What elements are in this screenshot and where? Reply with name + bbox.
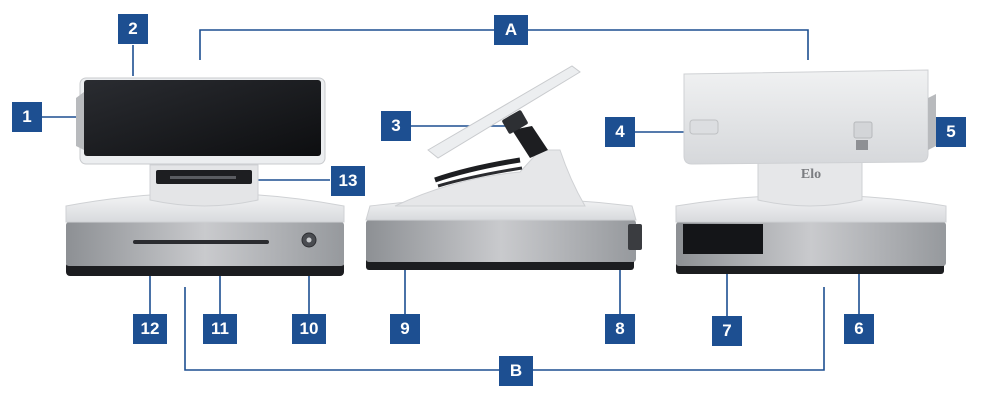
callout-3: 3 (381, 111, 411, 141)
side-view (365, 65, 642, 270)
side-hinge (512, 126, 548, 158)
callout-10: 10 (292, 314, 326, 344)
callout-2: 2 (118, 14, 148, 44)
callout-9: 9 (390, 314, 420, 344)
brand-logo: Elo (801, 167, 821, 182)
bracket-b (184, 287, 825, 371)
printer-slot (170, 176, 236, 179)
front-view (65, 77, 345, 276)
callout-1: 1 (12, 102, 42, 132)
rear-connector (853, 121, 873, 139)
callout-11: 11 (203, 314, 237, 344)
rear-vent (856, 140, 868, 150)
side-stand (394, 149, 586, 207)
front-screen (84, 80, 321, 156)
rear-left-clip (689, 119, 719, 135)
callout-6: 6 (844, 314, 874, 344)
callout-a: A (494, 15, 528, 45)
rear-side-peripheral (928, 94, 936, 150)
msr-reader (502, 110, 528, 134)
side-peripheral (76, 92, 84, 150)
rear-panel (683, 69, 929, 165)
rear-view: Elo (675, 69, 947, 274)
rear-port-cover (683, 224, 763, 254)
side-screen (427, 65, 581, 159)
rear-stand (757, 151, 863, 207)
callout-8: 8 (605, 314, 635, 344)
callout-7: 7 (712, 316, 742, 346)
side-cable (434, 157, 521, 183)
callout-4: 4 (605, 117, 635, 147)
callout-5: 5 (936, 117, 966, 147)
drawer-slot (133, 240, 269, 244)
side-drawer-handle (628, 224, 642, 250)
callout-b: B (499, 356, 533, 386)
callout-13: 13 (331, 166, 365, 196)
side-cable-2 (437, 166, 523, 188)
key-lock-core (306, 237, 312, 243)
bracket-a (199, 29, 809, 60)
side-drawer (366, 220, 636, 262)
callout-12: 12 (133, 314, 167, 344)
